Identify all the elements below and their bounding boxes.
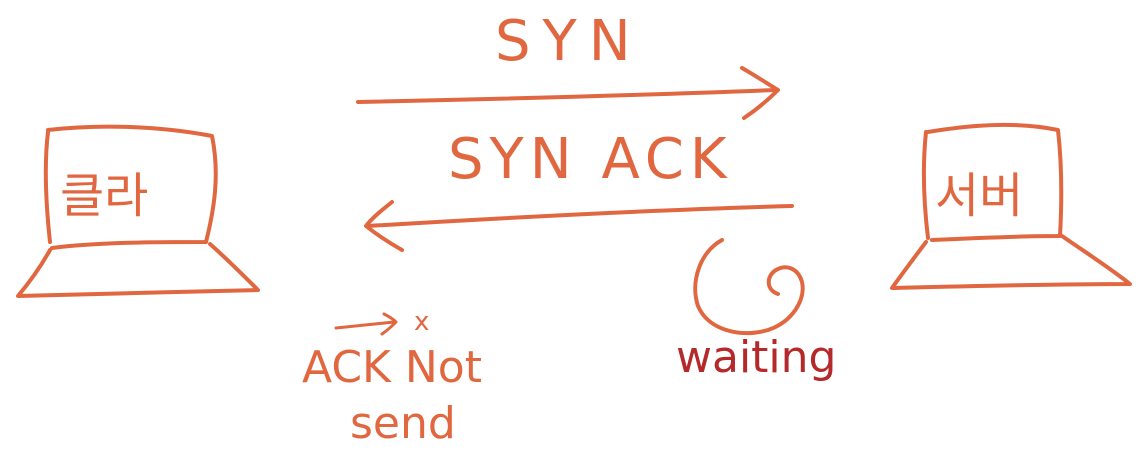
server-label: 서버 (935, 168, 1023, 224)
syn-ack-arrow (364, 200, 794, 252)
ack-fail-mark: x (414, 307, 429, 337)
client-laptop-screen (43, 124, 218, 250)
server-laptop-base (890, 234, 1132, 290)
syn-ack-label: SYN ACK (448, 127, 733, 192)
server-laptop (890, 122, 1132, 290)
ack-not-send-line2: send (350, 398, 456, 449)
waiting-label: waiting (676, 332, 836, 383)
syn-arrow (356, 66, 780, 120)
client-laptop-base (16, 242, 260, 298)
client-label: 클라 (60, 168, 148, 224)
ack-not-send-line1: ACK Not (302, 342, 482, 393)
ack-not-sent-arrow (334, 312, 398, 336)
waiting-loop-icon (693, 238, 805, 335)
syn-label: SYN (495, 9, 643, 74)
server-laptop-screen (921, 122, 1064, 242)
client-laptop (16, 124, 260, 298)
